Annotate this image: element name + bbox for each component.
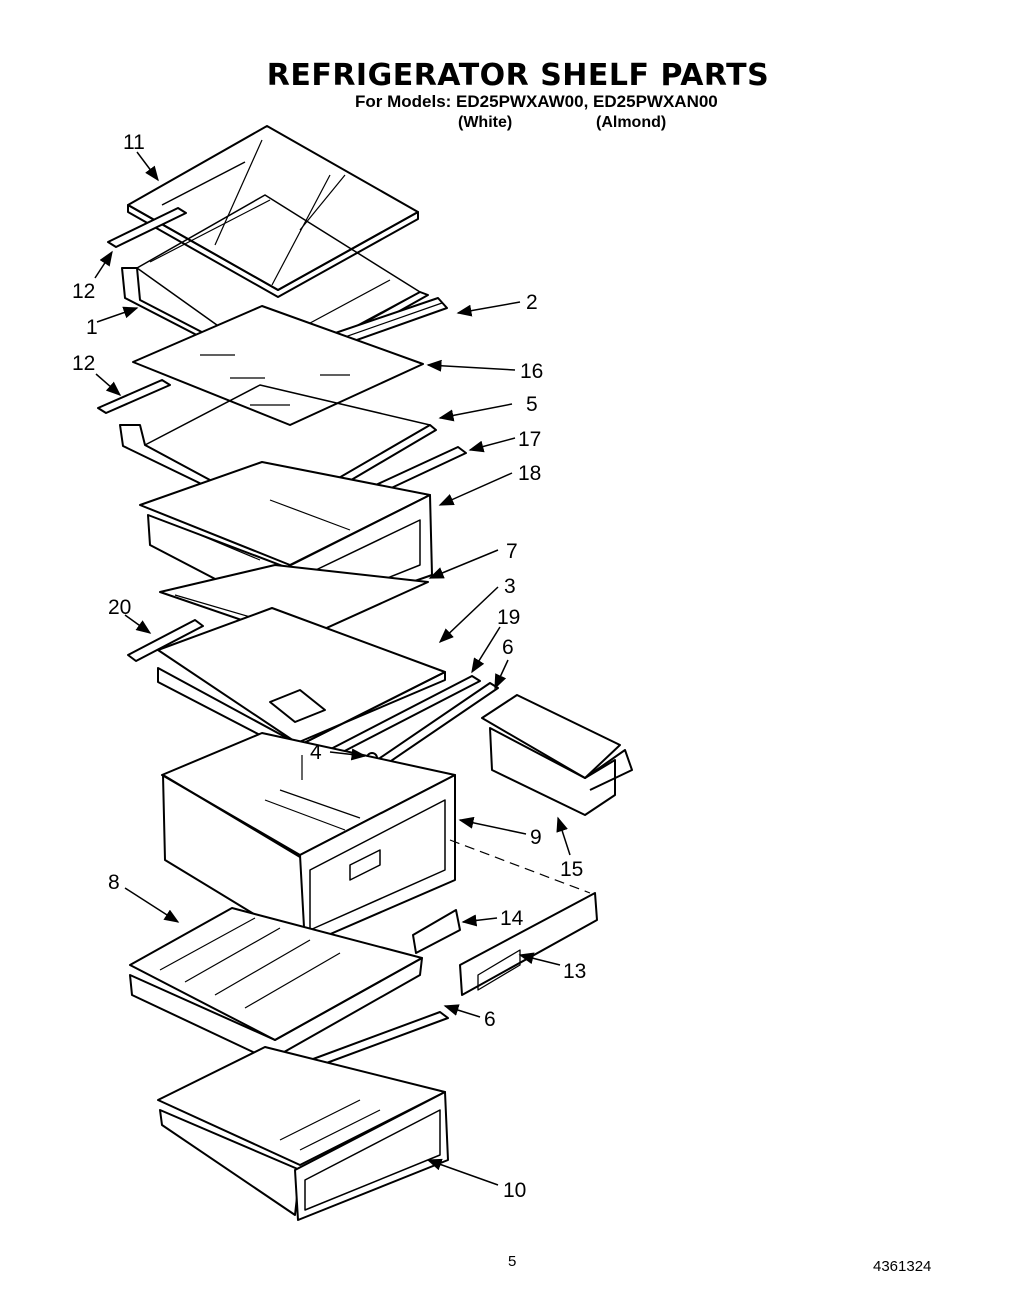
callout-11: 11	[123, 131, 145, 154]
glass-panel-part	[132, 305, 424, 426]
callout-6-lower: 6	[484, 1008, 496, 1031]
callout-4: 4	[310, 741, 322, 764]
rail-6-lower-part	[304, 1011, 449, 1069]
callout-7: 7	[506, 540, 518, 563]
callout-2: 2	[526, 291, 538, 314]
model-color-white: (White)	[458, 114, 513, 131]
glass-shelf-part	[127, 125, 419, 298]
panel-13-part	[459, 892, 598, 996]
callout-16: 16	[520, 360, 543, 383]
document-number: 4361324	[873, 1258, 932, 1275]
callout-13: 13	[563, 960, 586, 983]
page-title: REFRIGERATOR SHELF PARTS	[266, 58, 770, 93]
rail-20-part	[127, 619, 204, 662]
callout-20: 20	[108, 596, 131, 619]
drawer-cover-part	[129, 907, 423, 1061]
bin-part	[481, 694, 633, 816]
callout-19: 19	[497, 606, 520, 629]
callout-1: 1	[86, 316, 98, 339]
callout-8: 8	[108, 871, 120, 894]
drawer-part	[161, 732, 456, 946]
callout-12-lower: 12	[72, 352, 95, 375]
callout-18: 18	[518, 462, 541, 485]
lower-shelf-frame-part	[157, 607, 446, 749]
callout-3: 3	[504, 575, 516, 598]
lower-pan-part	[157, 1046, 449, 1221]
models-subtitle: For Models: ED25PWXAW00, ED25PWXAN00	[355, 92, 718, 111]
page-number: 5	[508, 1253, 517, 1270]
callout-10: 10	[503, 1179, 526, 1202]
side-rail-part	[107, 207, 187, 248]
model-color-almond: (Almond)	[596, 114, 667, 131]
callout-17: 17	[518, 428, 541, 451]
callout-9: 9	[530, 826, 542, 849]
callout-labels: 11 12 1 12 2 16 5 17 18 7 3 20 19 6 4 9 …	[72, 131, 586, 1202]
callout-6-upper: 6	[502, 636, 514, 659]
callout-15: 15	[560, 858, 583, 881]
callout-5: 5	[526, 393, 538, 416]
side-rail-lower-part	[97, 379, 171, 414]
clip-14-part	[412, 909, 461, 954]
callout-12-upper: 12	[72, 280, 95, 303]
callout-14: 14	[500, 907, 524, 930]
